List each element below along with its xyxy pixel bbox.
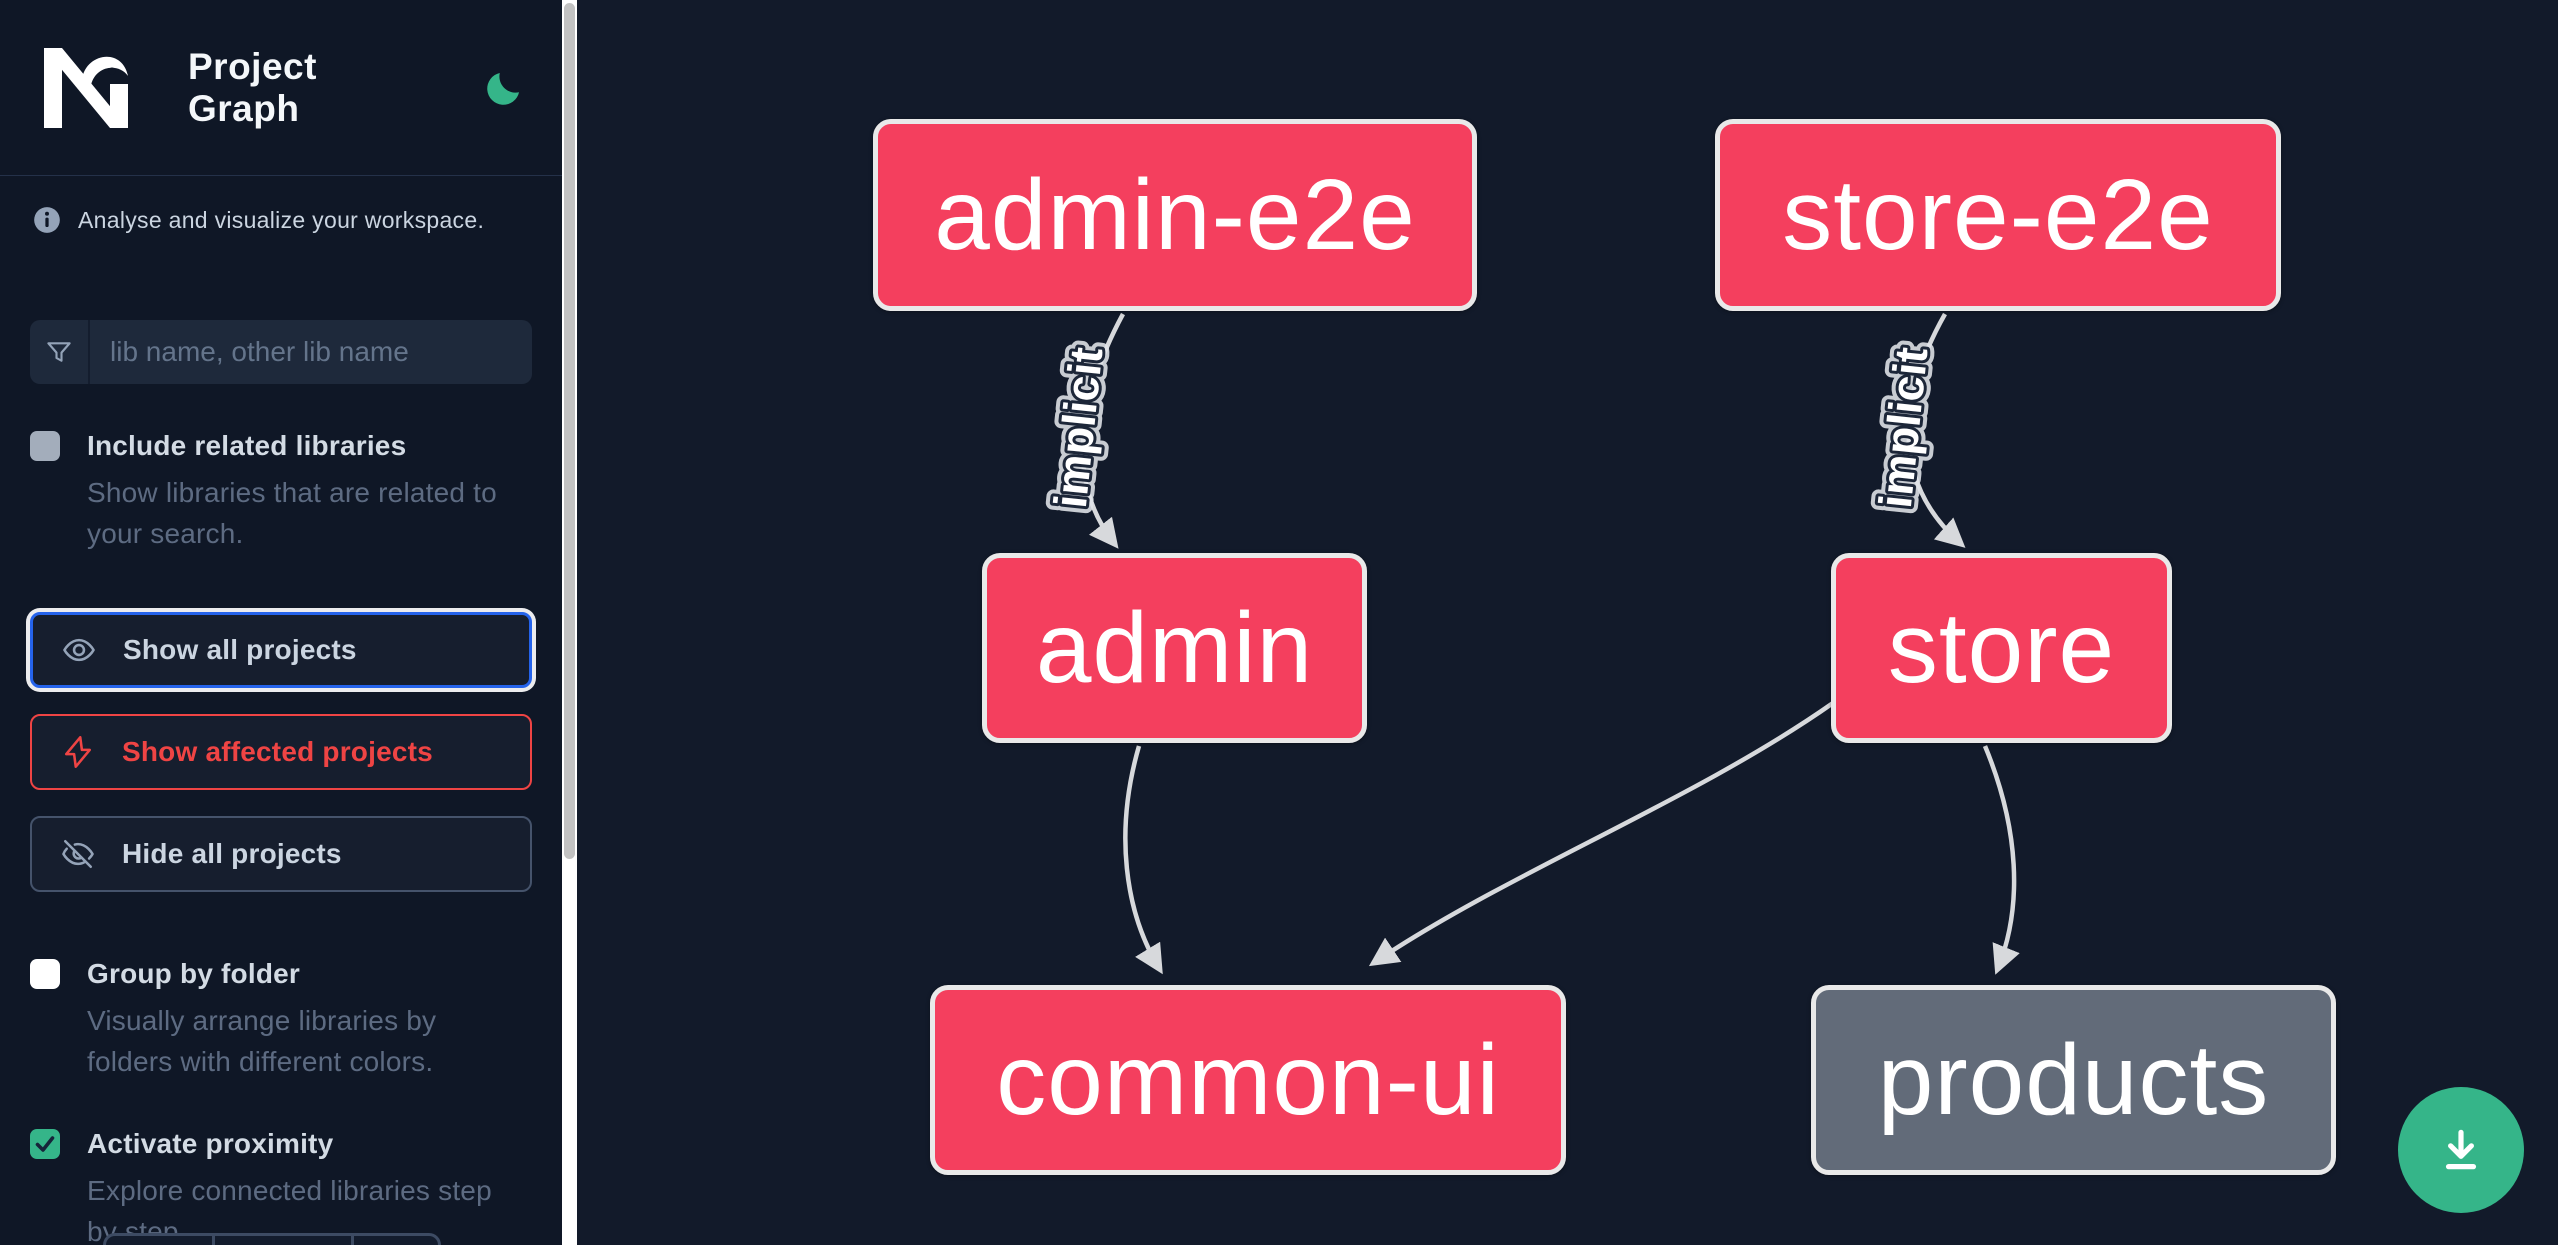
activate-proximity-label: Activate proximity [87, 1128, 334, 1159]
group-by-folder-block: Group by folder Visually arrange librari… [30, 958, 532, 1082]
include-related-block: Include related libraries Show libraries… [30, 430, 532, 554]
funnel-icon [30, 320, 90, 384]
bolt-icon [65, 736, 91, 768]
page-title: Project Graph [188, 45, 317, 129]
group-by-folder-description: Visually arrange libraries by folders wi… [87, 1005, 437, 1077]
stepper-value [215, 1236, 355, 1245]
sidebar-content: Analyse and visualize your workspace. In… [0, 206, 562, 1245]
group-by-folder-label: Group by folder [87, 958, 300, 989]
include-related-description: Show libraries that are related to your … [87, 477, 497, 549]
nx-logo-icon [44, 47, 128, 128]
graph-node-products[interactable]: products [1811, 985, 2336, 1175]
proximity-depth-stepper [103, 1233, 441, 1245]
edge-store-to-common-ui[interactable] [1368, 701, 1835, 967]
graph-canvas[interactable]: implicit implicit implicit implicit admi… [577, 0, 2558, 1245]
node-label: store [1887, 591, 2116, 704]
eye-icon [63, 638, 95, 662]
edge-admin-to-common-ui[interactable] [1123, 745, 1163, 975]
include-related-checkbox[interactable] [30, 431, 60, 461]
edge-label-implicit-2: implicit implicit [1862, 338, 1945, 518]
node-label: store-e2e [1782, 158, 2214, 271]
sidebar-scrollbar[interactable] [562, 0, 577, 1245]
graph-node-admin-e2e[interactable]: admin-e2e [873, 119, 1477, 311]
hide-all-projects-label: Hide all projects [122, 838, 342, 869]
show-all-projects-button[interactable]: Show all projects [30, 612, 532, 688]
stepper-increment-button[interactable] [354, 1236, 438, 1245]
scrollbar-thumb[interactable] [564, 3, 575, 859]
graph-node-common-ui[interactable]: common-ui [930, 985, 1566, 1175]
graph-node-admin[interactable]: admin [982, 553, 1367, 743]
sidebar: Project Graph Analyse and visualize your… [0, 0, 562, 1245]
info-icon [34, 207, 60, 233]
check-icon [35, 1136, 55, 1152]
graph-node-store-e2e[interactable]: store-e2e [1715, 119, 2281, 311]
node-label: common-ui [996, 1023, 1500, 1136]
theme-toggle-button[interactable] [482, 66, 526, 110]
workspace-tagline-row: Analyse and visualize your workspace. [30, 206, 532, 234]
stepper-decrement-button[interactable] [106, 1236, 216, 1245]
graph-edges: implicit implicit implicit implicit [1037, 312, 2020, 975]
node-label: admin-e2e [934, 158, 1416, 271]
hide-all-projects-button[interactable]: Hide all projects [30, 816, 532, 892]
node-label: products [1877, 1023, 2270, 1136]
project-actions: Show all projects Show affected projects… [30, 612, 532, 892]
svg-text:implicit: implicit [1044, 345, 1113, 511]
graph-node-store[interactable]: store [1831, 553, 2172, 743]
activate-proximity-checkbox[interactable] [30, 1129, 60, 1159]
svg-text:implicit: implicit [1869, 345, 1938, 511]
include-related-label: Include related libraries [87, 430, 407, 461]
edge-store-to-products[interactable] [1982, 745, 2020, 975]
edge-label-implicit-1: implicit implicit [1037, 338, 1120, 518]
download-icon [2445, 1129, 2477, 1170]
show-affected-projects-label: Show affected projects [122, 736, 433, 767]
workspace-tagline: Analyse and visualize your workspace. [78, 206, 485, 233]
filter-search-box [30, 320, 532, 384]
eye-slash-icon [62, 839, 94, 869]
search-input[interactable] [90, 320, 532, 384]
edge-admin-e2e-to-admin[interactable] [1080, 312, 1125, 549]
group-by-folder-checkbox[interactable] [30, 959, 60, 989]
show-affected-projects-button[interactable]: Show affected projects [30, 714, 532, 790]
edge-store-e2e-to-store[interactable] [1906, 312, 1966, 548]
moon-icon [487, 72, 520, 105]
node-label: admin [1035, 591, 1314, 704]
sidebar-header: Project Graph [0, 0, 562, 176]
show-all-projects-label: Show all projects [123, 634, 357, 665]
download-graph-button[interactable] [2398, 1087, 2524, 1213]
activate-proximity-block: Activate proximity Explore connected lib… [30, 1128, 532, 1245]
